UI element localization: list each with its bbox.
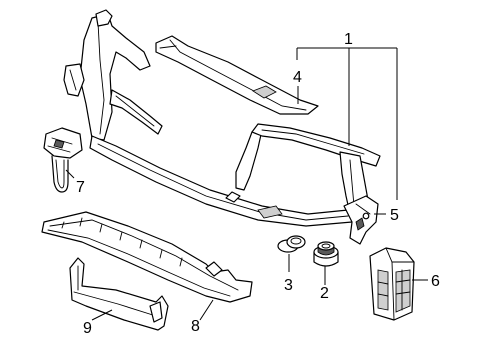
part-8-air-deflector[interactable]	[41, 211, 253, 303]
part-7-latch-cable[interactable]	[43, 127, 83, 193]
callout-4: 4	[293, 69, 302, 86]
part-6-insulator-block[interactable]	[369, 247, 415, 321]
part-2-isolator[interactable]	[313, 241, 339, 267]
leader-lines	[65, 47, 428, 321]
part-5-bracket[interactable]	[343, 195, 379, 245]
part-4-upper-tie-bar[interactable]	[155, 35, 319, 115]
callout-9: 9	[83, 320, 92, 337]
callout-3: 3	[284, 277, 293, 294]
part-3-plug[interactable]	[277, 235, 306, 253]
callout-1: 1	[344, 31, 353, 48]
callout-7: 7	[76, 179, 85, 196]
callout-labels: 1 2 3 4 5 6 7 8 9	[76, 31, 440, 337]
callout-2: 2	[320, 285, 329, 302]
callout-6: 6	[431, 273, 440, 290]
part-1-radiator-support[interactable]	[63, 9, 381, 227]
callout-5: 5	[390, 207, 399, 224]
callout-8: 8	[191, 318, 200, 335]
part-9-lower-shield[interactable]	[69, 257, 169, 331]
